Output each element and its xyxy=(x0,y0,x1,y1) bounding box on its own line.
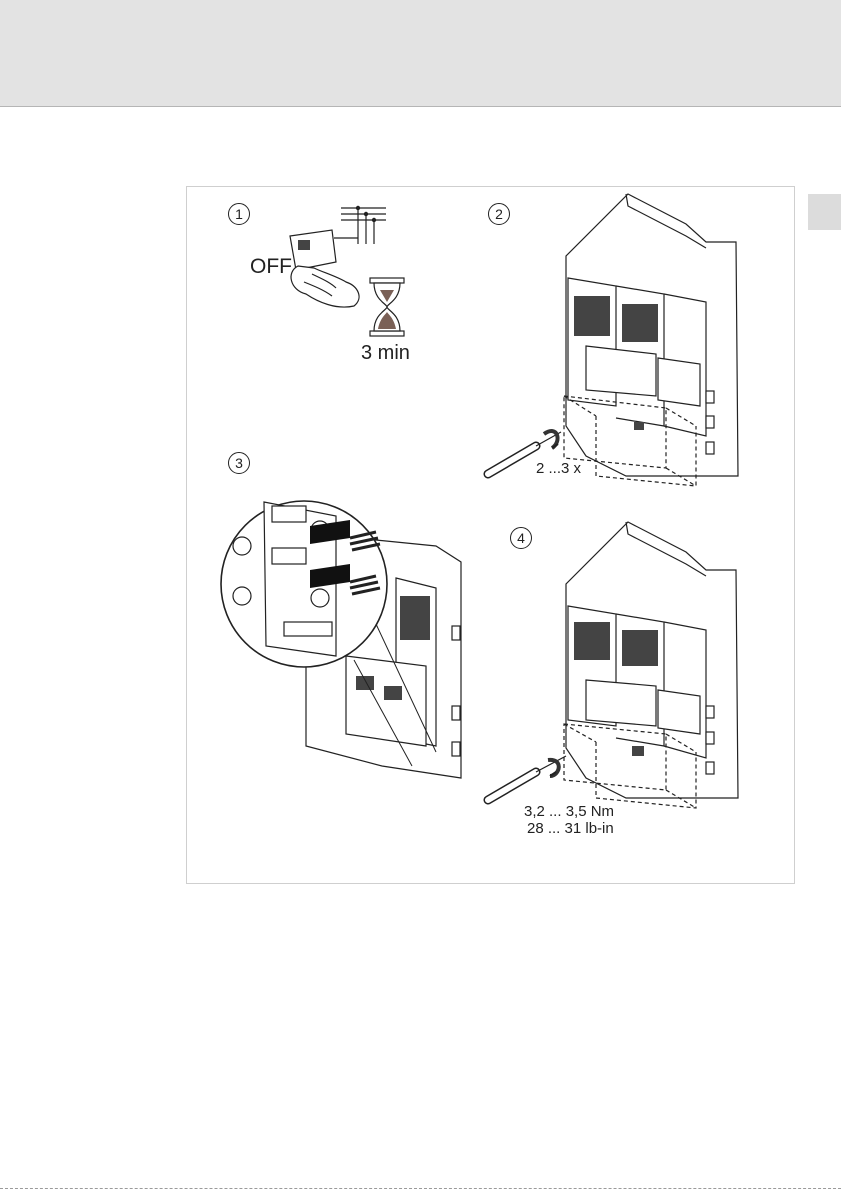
terminal-insertion-illustration xyxy=(221,501,461,778)
drive-module-illustration-step2 xyxy=(488,194,738,486)
page-bottom-edge xyxy=(0,1188,841,1189)
off-label: OFF xyxy=(250,255,292,279)
drive-module-illustration-step4 xyxy=(488,522,738,808)
step-3-badge: 3 xyxy=(228,452,250,474)
wait-time-label: 3 min xyxy=(361,342,410,365)
torque-nm-label: 3,2 ... 3,5 Nm xyxy=(524,803,614,820)
hourglass-icon xyxy=(370,278,404,336)
step-1-badge: 1 xyxy=(228,203,250,225)
page-header-band xyxy=(0,0,841,107)
step-2-badge: 2 xyxy=(488,203,510,225)
step-4-badge: 4 xyxy=(510,527,532,549)
chapter-tab-marker xyxy=(808,194,841,230)
torque-lbin-label: 28 ... 31 lb-in xyxy=(527,820,614,837)
mains-switch-off-illustration xyxy=(290,206,386,307)
repeat-count-label: 2 ...3 x xyxy=(536,460,581,477)
installation-illustration xyxy=(186,186,795,884)
